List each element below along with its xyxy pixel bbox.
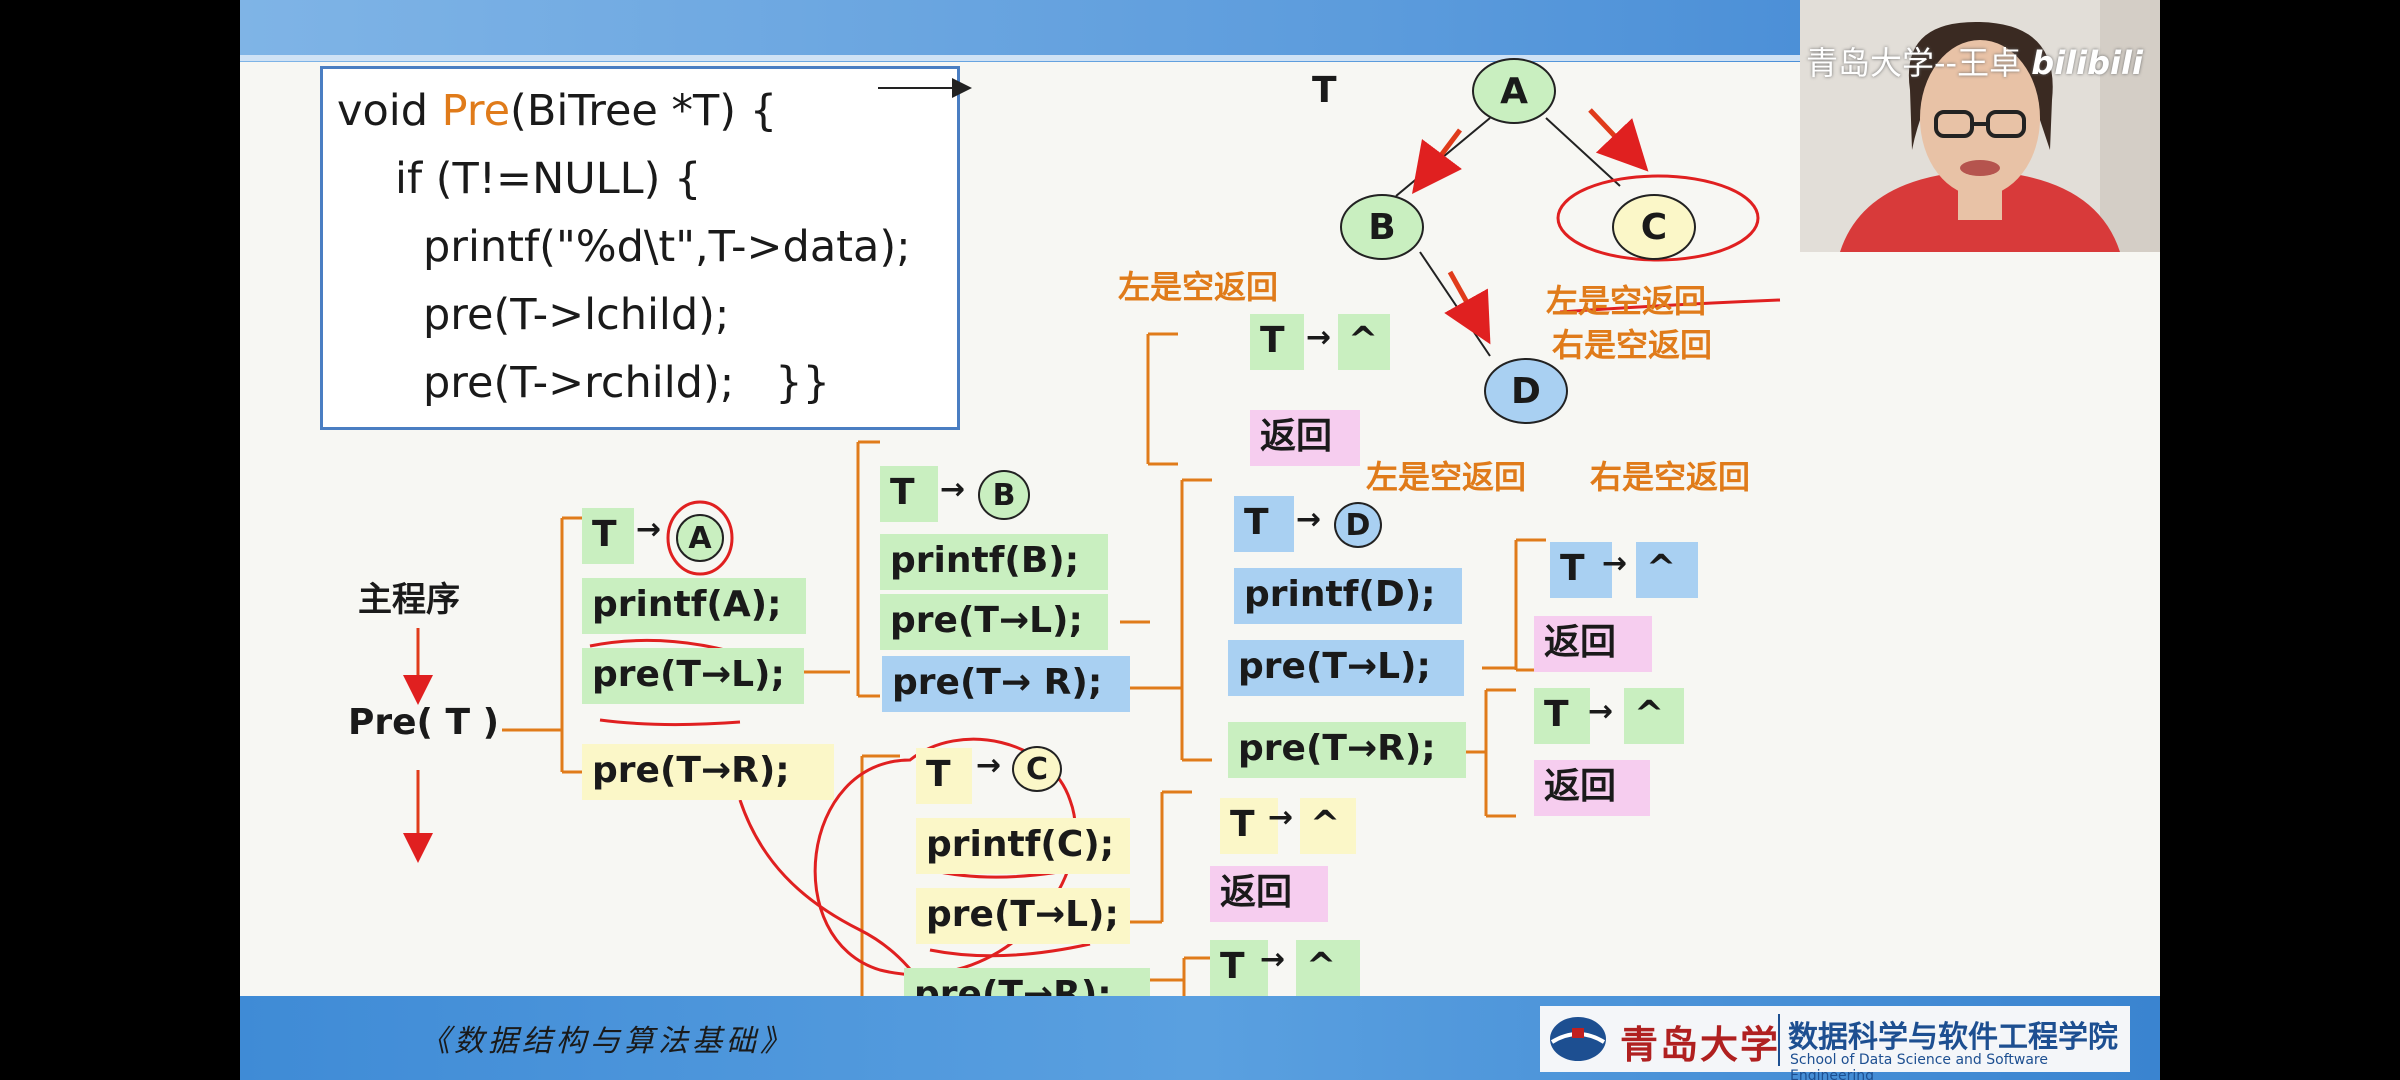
university-name: 青岛大学 <box>1620 1022 1781 1067</box>
frame-d-left-null: ^ <box>1636 542 1698 598</box>
frame-d-printf: printf(D); <box>1234 568 1462 624</box>
presenter-illustration-icon <box>1800 0 2160 252</box>
arrow-icon: → <box>1268 800 1294 835</box>
frame-b-left-null: ^ <box>1338 314 1390 370</box>
frame-c-left-return: 返回 <box>1210 866 1328 922</box>
code-line-2: if (T!=NULL) { <box>395 154 702 204</box>
frame-a-printf: printf(A); <box>582 578 806 634</box>
arrow-icon: → <box>636 512 662 547</box>
frame-a-call-left: pre(T→L); <box>582 648 804 704</box>
school-name-en: School of Data Science and Software Engi… <box>1790 1052 2048 1080</box>
frame-b-left-return: 返回 <box>1250 410 1360 466</box>
frame-a-t: T <box>582 508 634 564</box>
frame-b-call-left: pre(T→L); <box>880 594 1108 650</box>
frame-c-printf: printf(C); <box>916 818 1130 874</box>
frame-d-call-right: pre(T→R); <box>1228 722 1466 778</box>
main-program-label: 主程序 <box>358 580 460 620</box>
tree-node-d: D <box>1484 358 1568 424</box>
code-text: (BiTree *T) { <box>510 86 778 136</box>
frame-b-node: B <box>978 470 1030 520</box>
code-line-1: void Pre(BiTree *T) { <box>337 77 777 145</box>
university-logo-area: 青岛大学 数据科学与软件工程学院 School of Data Science … <box>1540 1006 2130 1080</box>
annotation-d-right-null: 右是空返回 <box>1590 458 1751 496</box>
code-box: void Pre(BiTree *T) { if (T!=NULL) { pri… <box>320 66 960 430</box>
top-band-stripe <box>240 55 2160 61</box>
frame-c-right-t: T <box>1210 940 1268 996</box>
arrow-icon: → <box>1588 694 1614 729</box>
lecture-slide: void Pre(BiTree *T) { if (T!=NULL) { pri… <box>240 0 2160 1080</box>
frame-d-call-left: pre(T→L); <box>1228 640 1464 696</box>
tree-node-c: C <box>1612 194 1696 260</box>
school-name-cn: 数据科学与软件工程学院 <box>1788 1020 2118 1055</box>
frame-d-t: T <box>1234 496 1294 552</box>
main-call-label: Pre( T ) <box>348 702 500 743</box>
frame-c-right-null: ^ <box>1296 940 1360 996</box>
arrow-icon: → <box>1296 502 1322 537</box>
frame-d-node: D <box>1334 502 1382 548</box>
tree-node-a: A <box>1472 58 1556 124</box>
presenter-webcam <box>1800 0 2160 252</box>
university-seal-icon <box>1550 1017 1606 1061</box>
function-name: Pre <box>441 86 511 136</box>
frame-d-right-null: ^ <box>1624 688 1684 744</box>
frame-d-right-t: T <box>1534 688 1590 744</box>
frame-d-left-return: 返回 <box>1534 616 1652 672</box>
arrow-icon: → <box>976 748 1002 783</box>
arrow-icon: → <box>1602 546 1628 581</box>
tree-node-b: B <box>1340 194 1424 260</box>
arrow-icon: → <box>1306 320 1332 355</box>
code-line-5: pre(T->rchild); }} <box>423 358 830 408</box>
frame-c-left-null: ^ <box>1300 798 1356 854</box>
frame-a-call-right: pre(T→R); <box>582 744 834 800</box>
bilibili-logo-icon: bilibili <box>2031 44 2143 82</box>
frame-d-right-return: 返回 <box>1534 760 1650 816</box>
frame-b-printf: printf(B); <box>880 534 1108 590</box>
code-text: void <box>337 86 442 136</box>
arrow-icon: → <box>940 472 966 507</box>
frame-b-call-right: pre(T→ R); <box>882 656 1130 712</box>
book-title: 《数据结构与算法基础》 <box>420 1024 794 1059</box>
annotation-c-right-null: 右是空返回 <box>1552 326 1713 364</box>
frame-c-node: C <box>1012 746 1062 792</box>
code-line-3: printf("%d\t",T->data); <box>423 222 911 272</box>
code-line-4: pre(T->lchild); <box>423 290 730 340</box>
annotation-b-left-null: 左是空返回 <box>1118 268 1279 306</box>
video-watermark: 青岛大学--王卓 bilibili <box>1806 38 2143 84</box>
frame-b-left-t: T <box>1250 314 1304 370</box>
frame-a-node: A <box>676 514 724 562</box>
frame-c-left-t: T <box>1220 798 1278 854</box>
frame-d-left-t: T <box>1550 542 1612 598</box>
annotation-d-left-null: 左是空返回 <box>1366 458 1527 496</box>
annotation-c-left-null: 左是空返回 <box>1546 282 1707 320</box>
frame-c-t: T <box>916 748 972 804</box>
watermark-text: 青岛大学--王卓 <box>1806 44 2022 82</box>
frame-c-call-left: pre(T→L); <box>916 888 1130 944</box>
logo-separator <box>1778 1014 1780 1066</box>
arrow-icon: → <box>1260 942 1286 977</box>
tree-pointer-label: T <box>1312 70 1337 111</box>
frame-b-t: T <box>880 466 938 522</box>
